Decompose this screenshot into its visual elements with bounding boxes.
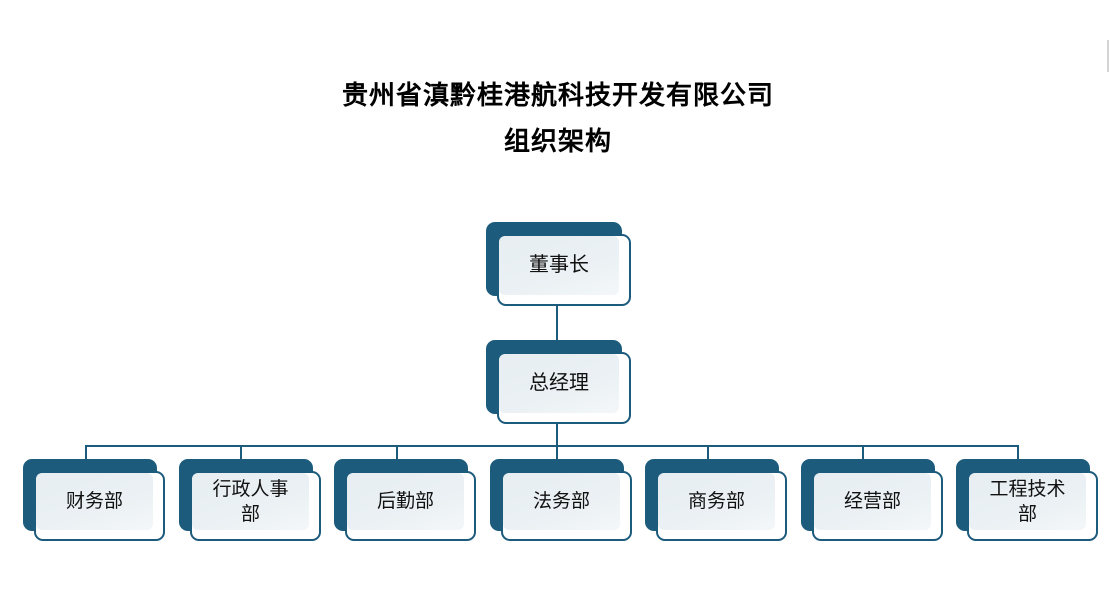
page-title: 贵州省滇黔桂港航科技开发有限公司 组织架构 (0, 72, 1116, 164)
node-label: 后勤部 (376, 491, 434, 512)
node-panel: 商务部 (658, 473, 775, 530)
connector-drop-dept-6 (862, 445, 864, 461)
node-card: 后勤部 (345, 471, 476, 541)
connector-drop-dept-4 (556, 445, 558, 461)
node-label: 法务部 (532, 491, 590, 512)
connector-drop-dept-2 (240, 445, 242, 461)
node-panel: 财务部 (36, 473, 153, 530)
node-card: 董事长 (497, 234, 631, 306)
node-card: 行政人事 部 (190, 471, 321, 541)
node-panel: 经营部 (814, 473, 931, 530)
node-panel: 法务部 (503, 473, 620, 530)
node-card: 财务部 (34, 471, 165, 541)
node-card: 工程技术 部 (967, 471, 1098, 541)
node-label: 财务部 (65, 491, 123, 512)
connector-chairman-to-gm (556, 305, 558, 340)
node-label: 经营部 (843, 491, 901, 512)
node-panel: 工程技术 部 (969, 473, 1086, 530)
node-label: 工程技术 部 (989, 478, 1066, 525)
node-label: 行政人事 部 (212, 478, 289, 525)
node-card: 商务部 (656, 471, 787, 541)
connector-gm-trunk (556, 423, 558, 447)
node-panel: 后勤部 (347, 473, 464, 530)
connector-drop-dept-1 (85, 445, 87, 461)
connector-drop-dept-3 (396, 445, 398, 461)
node-card: 法务部 (501, 471, 632, 541)
connector-horizontal-bus (85, 445, 1018, 447)
node-panel: 总经理 (499, 354, 619, 413)
node-panel: 行政人事 部 (192, 473, 309, 530)
node-card: 总经理 (497, 352, 631, 424)
title-subtitle: 组织架构 (503, 126, 612, 156)
connector-drop-dept-7 (1017, 445, 1019, 461)
right-edge-scrollbar-artifact (1107, 40, 1109, 72)
node-panel: 董事长 (499, 236, 619, 295)
node-card: 经营部 (812, 471, 943, 541)
connector-drop-dept-5 (707, 445, 709, 461)
title-company-name: 贵州省滇黔桂港航科技开发有限公司 (341, 80, 774, 110)
node-label: 总经理 (529, 372, 589, 394)
node-label: 商务部 (687, 491, 745, 512)
node-label: 董事长 (529, 254, 589, 276)
